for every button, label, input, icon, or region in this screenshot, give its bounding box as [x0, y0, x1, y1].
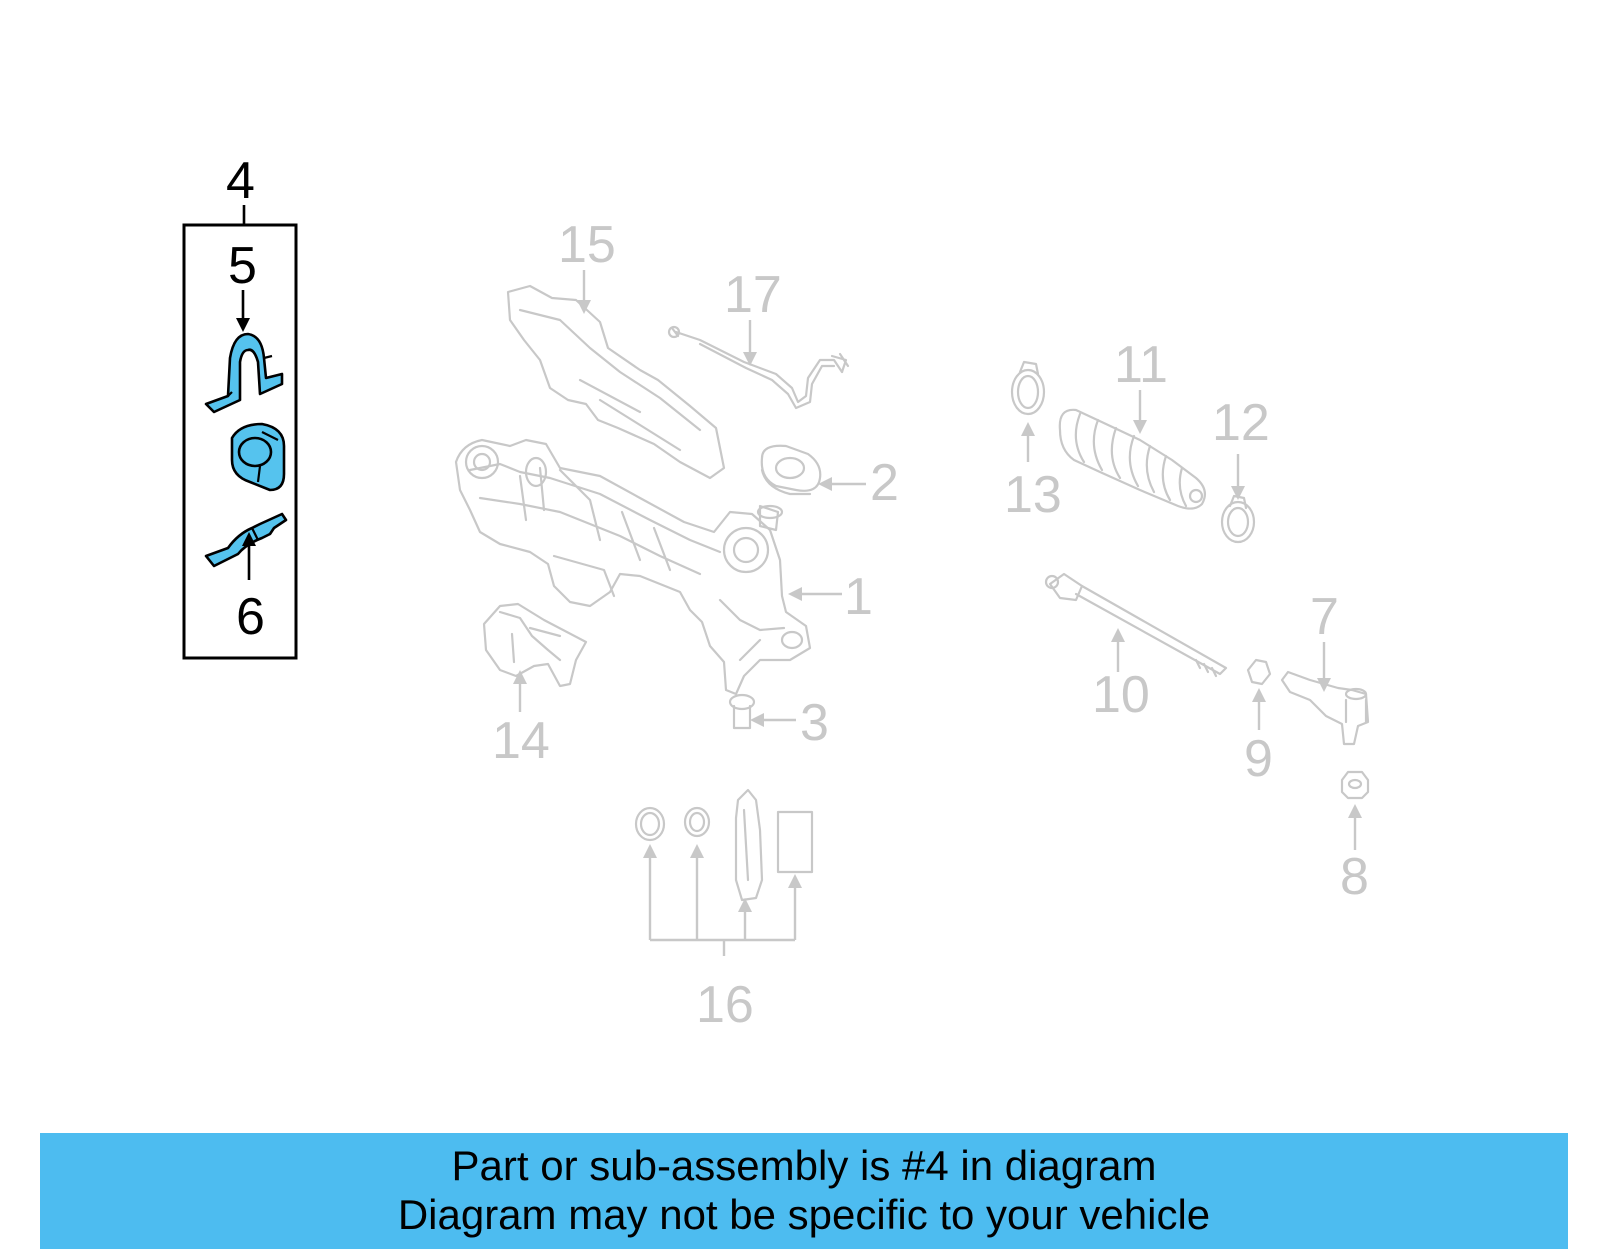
castle-nut-part[interactable] [1340, 770, 1370, 800]
callout-3[interactable]: 3 [800, 694, 829, 752]
callout-4[interactable]: 4 [226, 152, 255, 210]
callout-5[interactable]: 5 [228, 237, 257, 295]
callout-15[interactable]: 15 [558, 216, 616, 274]
boot-clamp-small-part[interactable] [1220, 494, 1256, 544]
callout-12[interactable]: 12 [1212, 394, 1270, 452]
callout-14[interactable]: 14 [492, 712, 550, 770]
callout-7[interactable]: 7 [1310, 588, 1339, 646]
callout-16[interactable]: 16 [696, 976, 754, 1034]
callout-8[interactable]: 8 [1340, 848, 1369, 906]
steering-rack-part[interactable] [454, 438, 812, 696]
callout-13[interactable]: 13 [1004, 466, 1062, 524]
rack-mount-bushing-part[interactable] [760, 444, 822, 496]
callout-17[interactable]: 17 [724, 266, 782, 324]
callout-1[interactable]: 1 [844, 568, 873, 626]
boot-clamp-large-part[interactable] [1010, 360, 1046, 416]
rack-bracket-part[interactable] [482, 602, 588, 688]
callout-2[interactable]: 2 [870, 454, 899, 512]
callout-11[interactable]: 11 [1114, 336, 1168, 394]
inner-tie-rod-part[interactable] [1044, 572, 1228, 678]
banner-line-2: Diagram may not be specific to your vehi… [397, 1191, 1211, 1238]
info-banner: Part or sub-assembly is #4 in diagram Di… [40, 1133, 1568, 1249]
callout-16-leader [643, 844, 802, 956]
rack-boot-part[interactable] [1058, 408, 1207, 510]
jam-nut-part[interactable] [1246, 658, 1272, 686]
bushing-part[interactable] [230, 422, 286, 492]
banner-line-1: Part or sub-assembly is #4 in diagram [451, 1142, 1157, 1189]
hose-part[interactable] [667, 325, 850, 410]
callout-6[interactable]: 6 [236, 588, 265, 646]
subassembly-4-group[interactable]: 4 5 6 [182, 152, 298, 660]
clamp-bracket-part[interactable] [204, 332, 284, 414]
callout-9[interactable]: 9 [1244, 730, 1273, 788]
callout-10[interactable]: 10 [1092, 666, 1150, 724]
heat-shield-part[interactable] [506, 284, 726, 480]
bolt-part[interactable] [728, 693, 756, 730]
subassembly-4-box [182, 223, 298, 660]
repair-kit-part[interactable] [634, 788, 814, 902]
